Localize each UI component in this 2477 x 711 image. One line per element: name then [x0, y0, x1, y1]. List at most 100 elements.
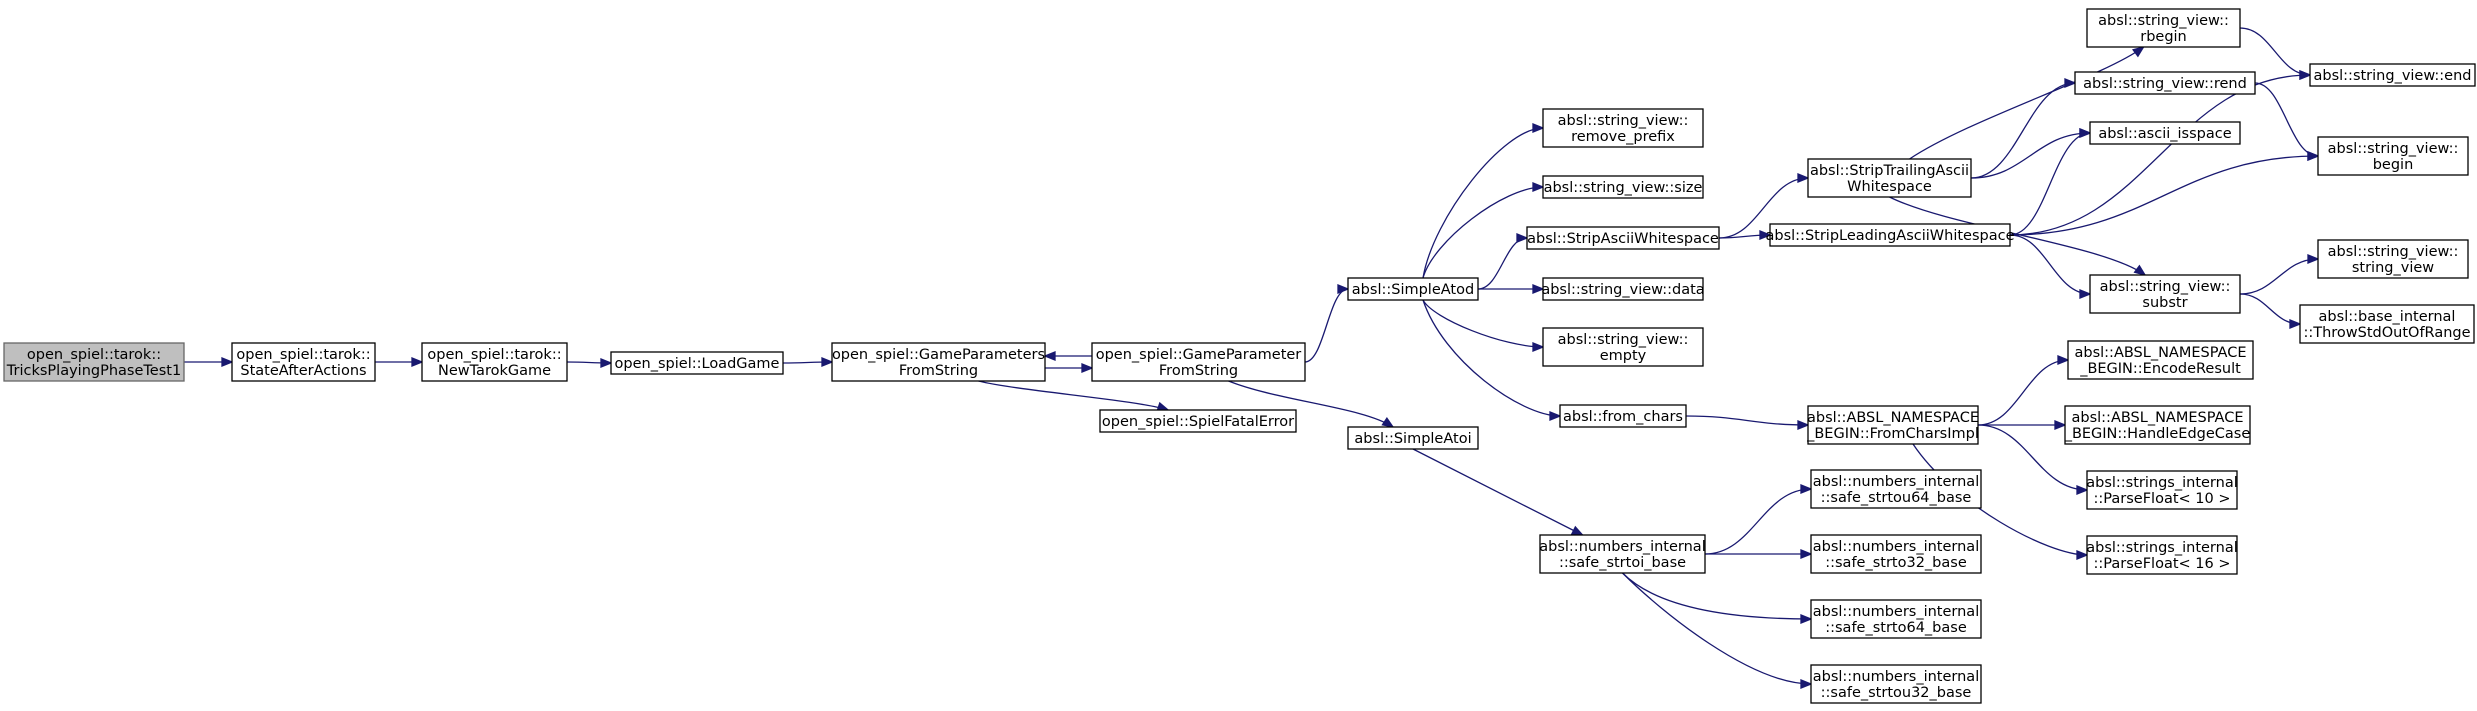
- graph-node-label: remove_prefix: [1571, 129, 1675, 145]
- graph-node-n33[interactable]: absl::string_view::string_view: [2317, 239, 2469, 279]
- graph-node-label: open_spiel::GameParameters: [832, 347, 1045, 363]
- graph-node-n18[interactable]: absl::ABSL_NAMESPACE_BEGIN::FromCharsImp…: [1806, 405, 1979, 445]
- graph-node-box: [2317, 239, 2469, 279]
- graph-node-box: [2317, 136, 2469, 176]
- graph-node-label: rbegin: [2140, 29, 2187, 45]
- graph-node-box: [2309, 63, 2476, 87]
- edge-n3-n4-arrowhead: [821, 357, 834, 367]
- graph-node-label: empty: [1600, 348, 1647, 364]
- graph-node-box: [2086, 470, 2238, 510]
- graph-node-label: string_view: [2352, 260, 2434, 276]
- node-layer: open_spiel::tarok::TricksPlayingPhaseTes…: [3, 8, 2476, 704]
- graph-node-n11[interactable]: absl::StripAsciiWhitespace: [1526, 226, 1720, 250]
- graph-node-label: absl::StripLeadingAsciiWhitespace: [1766, 228, 2015, 244]
- graph-node-n28[interactable]: absl::ABSL_NAMESPACE_BEGIN::HandleEdgeCa…: [2064, 405, 2251, 445]
- graph-node-label: absl::numbers_internal: [1813, 604, 1979, 620]
- graph-node-label: open_spiel::SpielFatalError: [1102, 414, 1294, 430]
- edge-n16-n24-arrowhead: [2064, 78, 2077, 88]
- graph-node-n21[interactable]: absl::numbers_internal::safe_strto64_bas…: [1810, 599, 1982, 639]
- edge-n8-n15: [1412, 448, 1583, 536]
- edge-n15-n22: [1622, 572, 1812, 685]
- graph-node-n31[interactable]: absl::string_view::end: [2309, 63, 2476, 87]
- graph-node-box: [1539, 534, 1706, 574]
- graph-node-box: [421, 342, 568, 382]
- graph-node-n30[interactable]: absl::strings_internal::ParseFloat< 16 >: [2086, 535, 2238, 575]
- graph-node-n17[interactable]: absl::StripLeadingAsciiWhitespace: [1766, 223, 2015, 247]
- graph-node-label: StateAfterActions: [240, 363, 366, 379]
- graph-node-n26[interactable]: absl::string_view::substr: [2089, 274, 2241, 314]
- edge-n23-n31-arrowhead: [2299, 70, 2312, 80]
- graph-node-box: [2299, 304, 2475, 344]
- graph-node-n23[interactable]: absl::string_view::rbegin: [2086, 8, 2241, 48]
- graph-node-box: [1542, 175, 1704, 199]
- edge-n11-n17-arrowhead: [1759, 230, 1772, 240]
- graph-node-box: [1807, 158, 1972, 198]
- graph-node-n0[interactable]: open_spiel::tarok::TricksPlayingPhaseTes…: [3, 342, 185, 382]
- graph-node-n25[interactable]: absl::ascii_isspace: [2089, 121, 2241, 145]
- edge-n7-n14: [1422, 299, 1561, 417]
- edge-n5-n4-arrowhead: [1043, 351, 1056, 361]
- edge-n17-n26-arrowhead: [2079, 289, 2092, 299]
- graph-node-box: [1807, 405, 1979, 445]
- graph-node-n8[interactable]: absl::SimpleAtoi: [1347, 426, 1479, 450]
- graph-node-n19[interactable]: absl::numbers_internal::safe_strtou64_ba…: [1810, 469, 1982, 509]
- edge-n4-n6: [978, 380, 1169, 411]
- edge-n7-n9-arrowhead: [1532, 123, 1545, 133]
- graph-node-box: [1542, 327, 1704, 367]
- graph-node-label: absl::numbers_internal: [1813, 669, 1979, 685]
- graph-node-box: [1810, 534, 1982, 574]
- graph-node-label: substr: [2142, 295, 2187, 311]
- graph-node-box: [1091, 342, 1306, 382]
- edge-n15-n19-arrowhead: [1800, 484, 1813, 494]
- graph-node-label: ::ParseFloat< 16 >: [2094, 556, 2231, 572]
- graph-node-box: [1526, 226, 1720, 250]
- edge-n23-n31: [2239, 27, 2311, 76]
- graph-node-label: absl::string_view::data: [1541, 282, 1704, 298]
- edge-n16-n24: [1970, 82, 2076, 179]
- graph-node-n1[interactable]: open_spiel::tarok::StateAfterActions: [231, 342, 376, 382]
- edge-n7-n14-arrowhead: [1549, 411, 1562, 421]
- edge-n15-n19: [1704, 488, 1812, 555]
- graph-node-n3[interactable]: open_spiel::LoadGame: [610, 351, 784, 375]
- graph-node-n7[interactable]: absl::SimpleAtod: [1347, 277, 1479, 301]
- graph-node-n27[interactable]: absl::ABSL_NAMESPACE_BEGIN::EncodeResult: [2067, 340, 2254, 380]
- graph-node-label: open_spiel::LoadGame: [615, 356, 780, 372]
- graph-node-label: open_spiel::tarok::: [27, 347, 161, 363]
- edge-n17-n31: [2009, 74, 2311, 236]
- graph-node-label: FromString: [899, 363, 978, 379]
- graph-node-n12[interactable]: absl::string_view::data: [1541, 277, 1705, 301]
- graph-node-n22[interactable]: absl::numbers_internal::safe_strtou32_ba…: [1810, 664, 1982, 704]
- graph-node-n13[interactable]: absl::string_view::empty: [1542, 327, 1704, 367]
- graph-node-label: absl::string_view::: [1558, 113, 1689, 129]
- graph-node-n34[interactable]: absl::base_internal::ThrowStdOutOfRange: [2299, 304, 2475, 344]
- graph-node-n29[interactable]: absl::strings_internal::ParseFloat< 10 >: [2086, 470, 2238, 510]
- graph-node-label: ::ThrowStdOutOfRange: [2303, 325, 2470, 341]
- graph-node-label: absl::SimpleAtod: [1352, 282, 1474, 298]
- graph-node-label: TricksPlayingPhaseTest1: [6, 363, 181, 379]
- graph-node-n24[interactable]: absl::string_view::rend: [2074, 71, 2256, 95]
- edge-n15-n20-arrowhead: [1800, 549, 1813, 559]
- graph-node-n14[interactable]: absl::from_chars: [1559, 404, 1687, 428]
- graph-node-box: [1542, 277, 1704, 301]
- graph-node-n20[interactable]: absl::numbers_internal::safe_strto32_bas…: [1810, 534, 1982, 574]
- graph-node-label: absl::StripTrailingAscii: [1810, 163, 1969, 179]
- graph-node-label: absl::string_view::: [1558, 332, 1689, 348]
- edge-n7-n10-arrowhead: [1532, 182, 1545, 192]
- graph-node-label: absl::string_view::end: [2314, 68, 2472, 84]
- graph-node-label: absl::from_chars: [1563, 409, 1683, 425]
- graph-node-n10[interactable]: absl::string_view::size: [1542, 175, 1704, 199]
- graph-node-n6[interactable]: open_spiel::SpielFatalError: [1099, 409, 1297, 433]
- graph-node-n2[interactable]: open_spiel::tarok::NewTarokGame: [421, 342, 568, 382]
- graph-node-box: [2067, 340, 2254, 380]
- graph-node-n32[interactable]: absl::string_view::begin: [2317, 136, 2469, 176]
- edge-n15-n21-arrowhead: [1800, 614, 1813, 624]
- graph-node-label: absl::numbers_internal: [1539, 539, 1705, 555]
- graph-node-n15[interactable]: absl::numbers_internal::safe_strtoi_base: [1539, 534, 1706, 574]
- edge-n4-n5-arrowhead: [1081, 363, 1094, 373]
- graph-node-n9[interactable]: absl::string_view::remove_prefix: [1542, 108, 1704, 148]
- edge-n7-n13-arrowhead: [1532, 342, 1545, 352]
